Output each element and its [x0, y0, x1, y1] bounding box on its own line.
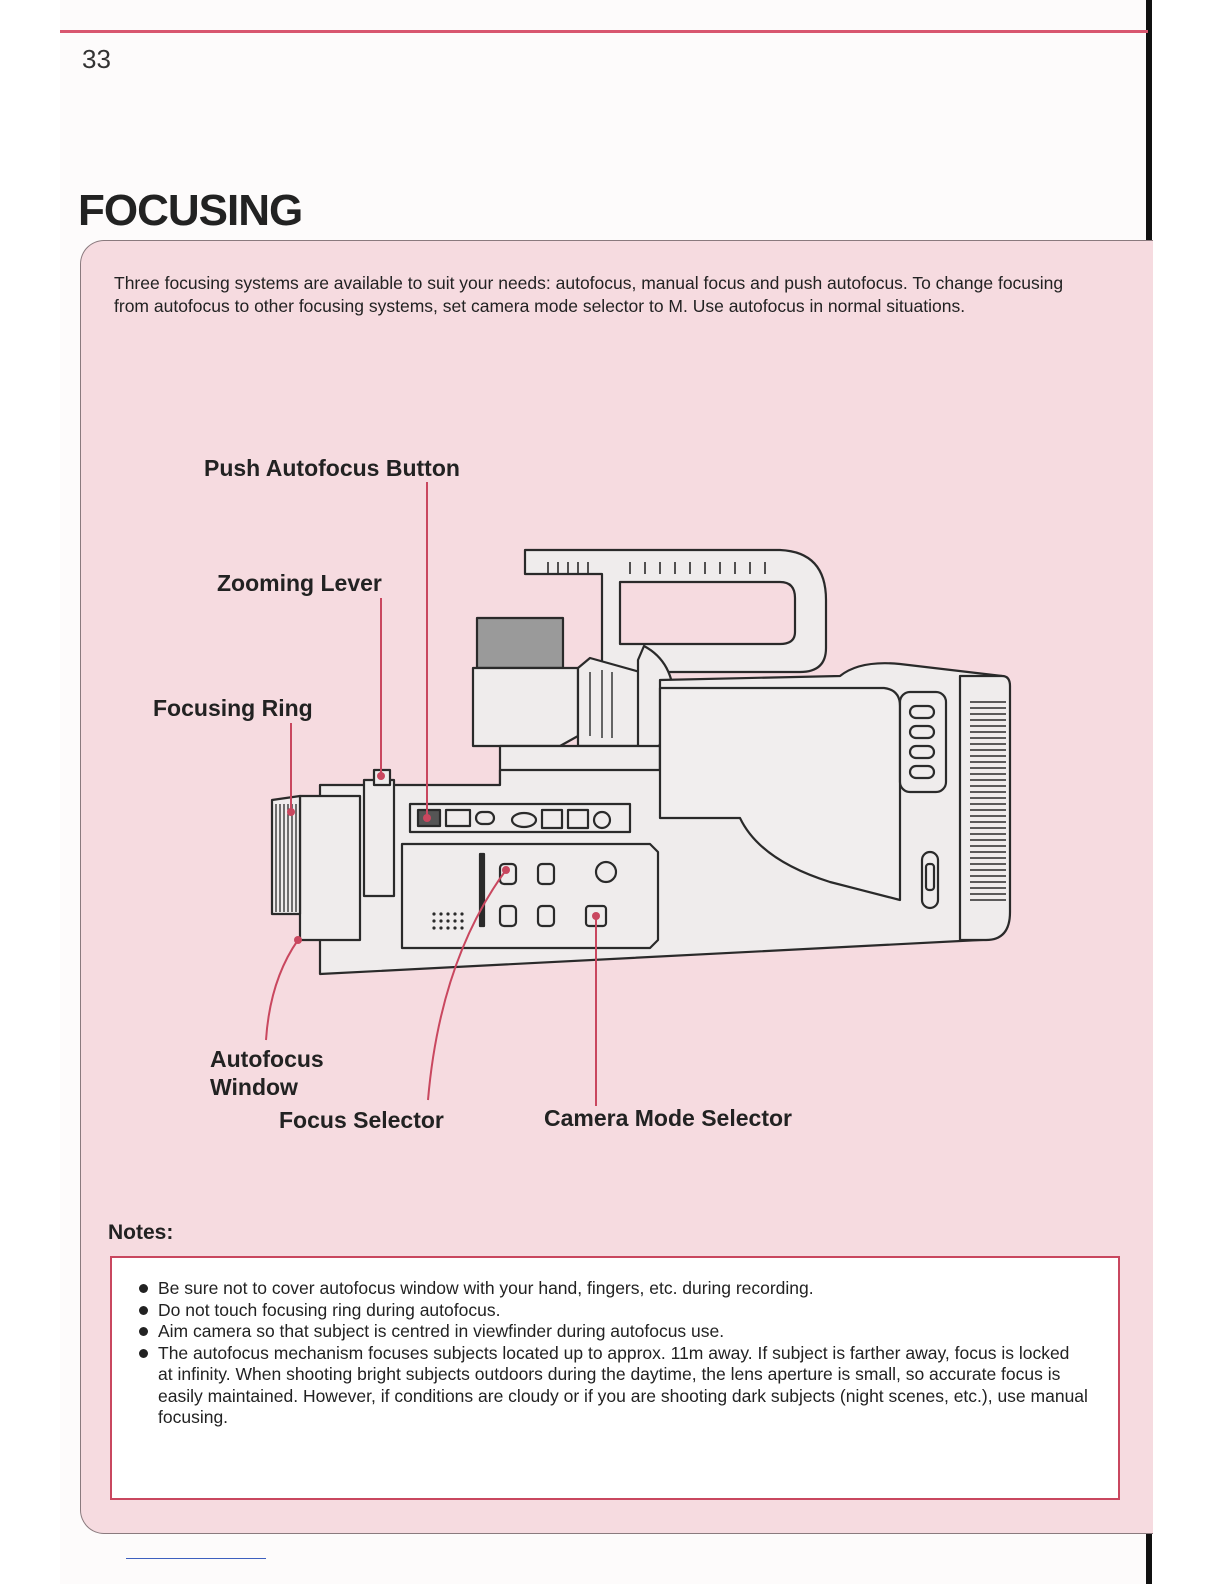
- leader-autofocus-window: [265, 939, 299, 1041]
- notes-title: Notes:: [108, 1221, 174, 1244]
- callout-focusing-ring: Focusing Ring: [153, 695, 313, 721]
- page-number: 33: [82, 44, 111, 74]
- camcorder-diagram: Push Autofocus Button Zooming Lever Focu…: [140, 440, 1040, 1160]
- callout-camera-mode-selector: Camera Mode Selector: [544, 1105, 792, 1131]
- notes-box: Be sure not to cover autofocus window wi…: [110, 1256, 1120, 1500]
- leader-focus-selector: [427, 869, 507, 1101]
- callout-push-autofocus-button: Push Autofocus Button: [204, 455, 460, 481]
- note-item: Be sure not to cover autofocus window wi…: [139, 1278, 1088, 1300]
- callout-focus-selector: Focus Selector: [279, 1107, 444, 1133]
- note-item: The autofocus mechanism focuses subjects…: [139, 1342, 1088, 1427]
- top-rule: [60, 30, 1148, 33]
- footer-line: [126, 1558, 266, 1559]
- callout-autofocus-window-line2: Window: [210, 1074, 298, 1100]
- note-item: Do not touch focusing ring during autofo…: [139, 1300, 1088, 1322]
- callout-autofocus-window-line1: Autofocus: [210, 1046, 324, 1072]
- page-title: FOCUSING: [78, 186, 303, 235]
- note-item: Aim camera so that subject is centred in…: [139, 1321, 1088, 1343]
- intro-paragraph: Three focusing systems are available to …: [114, 273, 1064, 316]
- camcorder-illustration: [265, 482, 1012, 1106]
- callout-zooming-lever: Zooming Lever: [217, 570, 382, 596]
- notes-list: Be sure not to cover autofocus window wi…: [112, 1258, 1118, 1429]
